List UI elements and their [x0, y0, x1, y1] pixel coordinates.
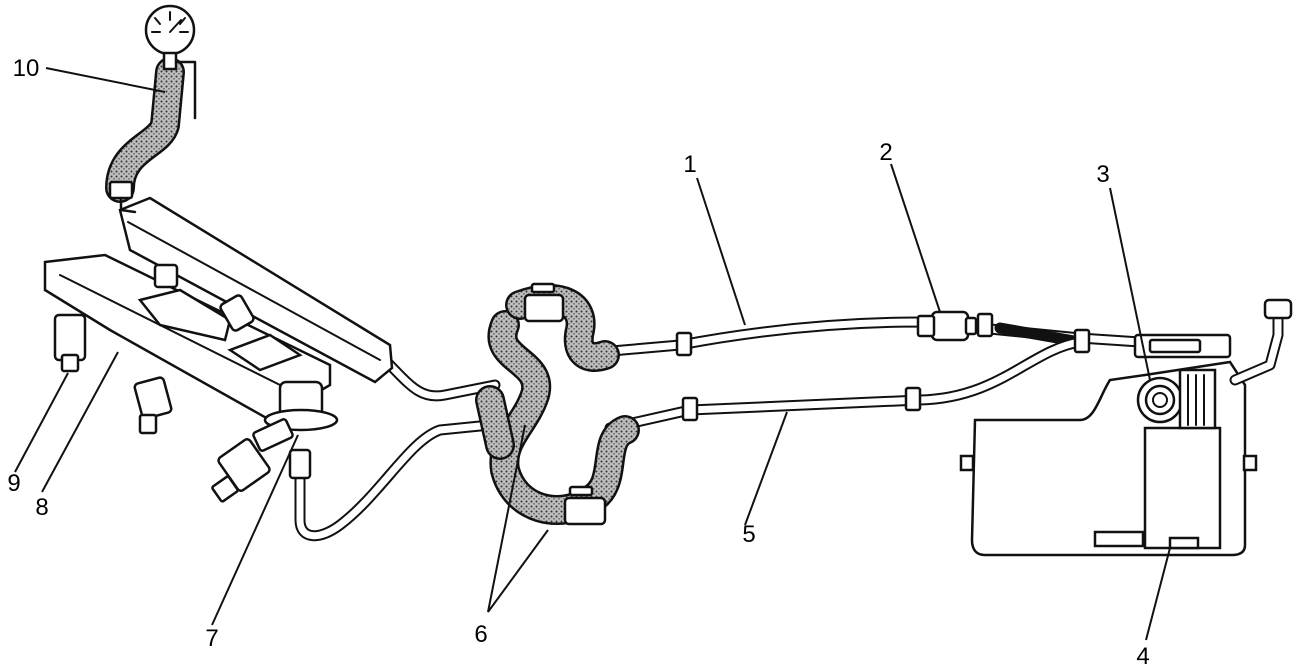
callout-5: 5	[742, 521, 755, 548]
callout-3: 3	[1096, 161, 1109, 188]
fuel-tank-assembly	[959, 298, 1293, 557]
flexible-hoses	[475, 282, 640, 526]
callout-9: 9	[7, 470, 20, 497]
pipe-clips	[675, 312, 1091, 422]
fuel-rail-assembly	[43, 196, 394, 503]
callout-7: 7	[205, 625, 218, 652]
callout-6: 6	[474, 621, 487, 648]
fuel-pressure-gauge	[105, 4, 197, 214]
fuel-filter	[916, 310, 978, 342]
callout-1: 1	[683, 151, 696, 178]
callout-10: 10	[13, 55, 40, 82]
callout-labels: 1 2 3 4 5 6 7 8 9 10	[7, 55, 1149, 670]
callout-2: 2	[879, 139, 892, 166]
callout-4: 4	[1136, 643, 1149, 670]
leader-lines	[14, 67, 1171, 641]
callout-8: 8	[35, 494, 48, 521]
